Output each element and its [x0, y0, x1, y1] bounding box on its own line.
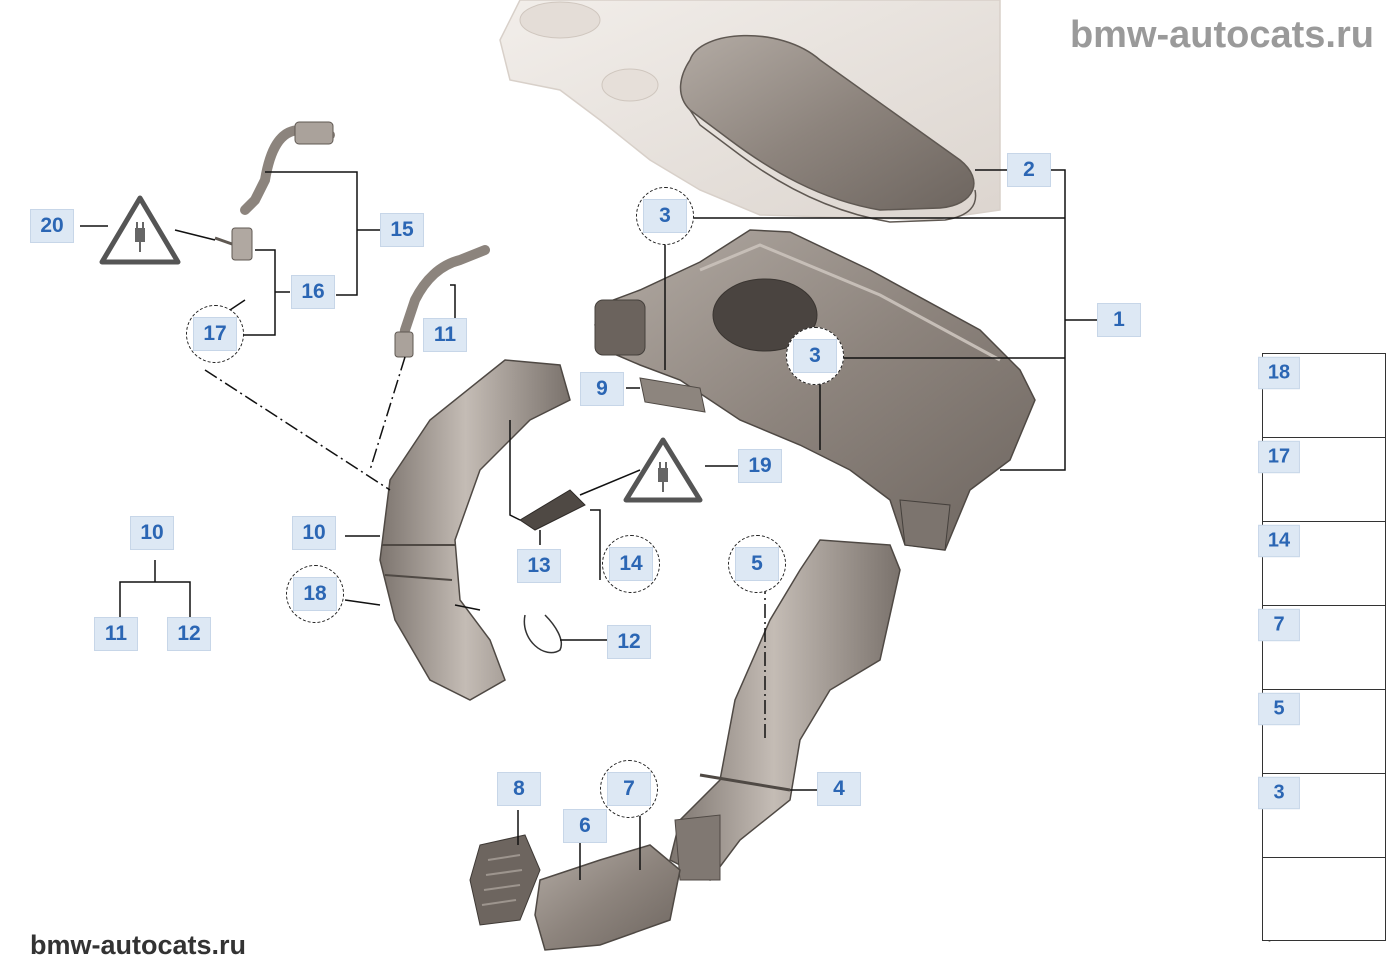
callout-9[interactable]: 9	[580, 372, 624, 406]
legend-cell-7: 7	[1258, 606, 1385, 690]
watermark-bottom: bmw-autocats.ru	[30, 930, 247, 960]
ring-5: 5	[728, 535, 786, 593]
ring-3-housing: 3	[786, 327, 844, 385]
callout-17[interactable]: 17	[193, 317, 237, 351]
legend-cell-3: 3	[1258, 774, 1385, 858]
callout-11-tree[interactable]: 11	[94, 617, 138, 651]
ring-14: 14	[602, 535, 660, 593]
legend-callout-3[interactable]: 3	[1258, 776, 1300, 810]
legend-cell-14: 14	[1258, 522, 1385, 606]
legend-callout-14[interactable]: 14	[1258, 524, 1300, 558]
callout-3[interactable]: 3	[643, 199, 687, 233]
ring-17: 17	[186, 305, 244, 363]
callout-4[interactable]: 4	[817, 772, 861, 806]
watermark-top: bmw-autocats.ru	[1069, 14, 1374, 56]
callout-14[interactable]: 14	[609, 547, 653, 581]
ring-7: 7	[600, 760, 658, 818]
part-15-hose	[240, 121, 335, 215]
ring-3-top: 3	[636, 187, 694, 245]
callout-18[interactable]: 18	[293, 577, 337, 611]
callout-11[interactable]: 11	[423, 318, 467, 352]
callout-16[interactable]: 16	[291, 275, 335, 309]
warning-plug-icon	[623, 437, 703, 503]
callout-10-tree[interactable]: 10	[130, 516, 174, 550]
dash-dot-lines	[204, 356, 766, 740]
part-8-grille	[469, 834, 541, 926]
warning-plug-icon	[99, 195, 181, 265]
part-6-inlet	[534, 844, 681, 951]
callout-1[interactable]: 1	[1097, 303, 1141, 337]
part-11-hose	[394, 245, 490, 358]
callout-5[interactable]: 5	[735, 547, 779, 581]
callout-13[interactable]: 13	[517, 549, 561, 583]
ring-18: 18	[286, 565, 344, 623]
callout-12[interactable]: 12	[607, 625, 651, 659]
legend-callout-7[interactable]: 7	[1258, 608, 1300, 642]
part-10-duct	[379, 359, 571, 701]
legend-cell-17: 17	[1258, 438, 1385, 522]
callout-3[interactable]: 3	[793, 339, 837, 373]
legend-callout-5[interactable]: 5	[1258, 692, 1300, 726]
part-9	[639, 377, 706, 413]
callout-12-tree[interactable]: 12	[167, 617, 211, 651]
legend-cell-5: 5	[1258, 690, 1385, 774]
callout-15[interactable]: 15	[380, 213, 424, 247]
part-2-lid	[679, 34, 977, 223]
callout-7[interactable]: 7	[607, 772, 651, 806]
part-1-housing	[594, 229, 1036, 551]
legend-cell-18: 18	[1258, 354, 1385, 438]
small-parts-legend: 18 17 14 7 5 3	[1258, 353, 1386, 941]
callout-2[interactable]: 2	[1007, 153, 1051, 187]
callout-10[interactable]: 10	[292, 516, 336, 550]
part-4-intake	[669, 539, 901, 881]
callout-19[interactable]: 19	[738, 449, 782, 483]
part-12-clip	[523, 614, 562, 654]
callout-6[interactable]: 6	[563, 809, 607, 843]
part-16-sensor	[214, 227, 253, 261]
legend-callout-18[interactable]: 18	[1258, 356, 1300, 390]
callout-20[interactable]: 20	[30, 209, 74, 243]
callout-8[interactable]: 8	[497, 772, 541, 806]
legend-callout-17[interactable]: 17	[1258, 440, 1300, 474]
part-13-sensor	[519, 489, 586, 531]
